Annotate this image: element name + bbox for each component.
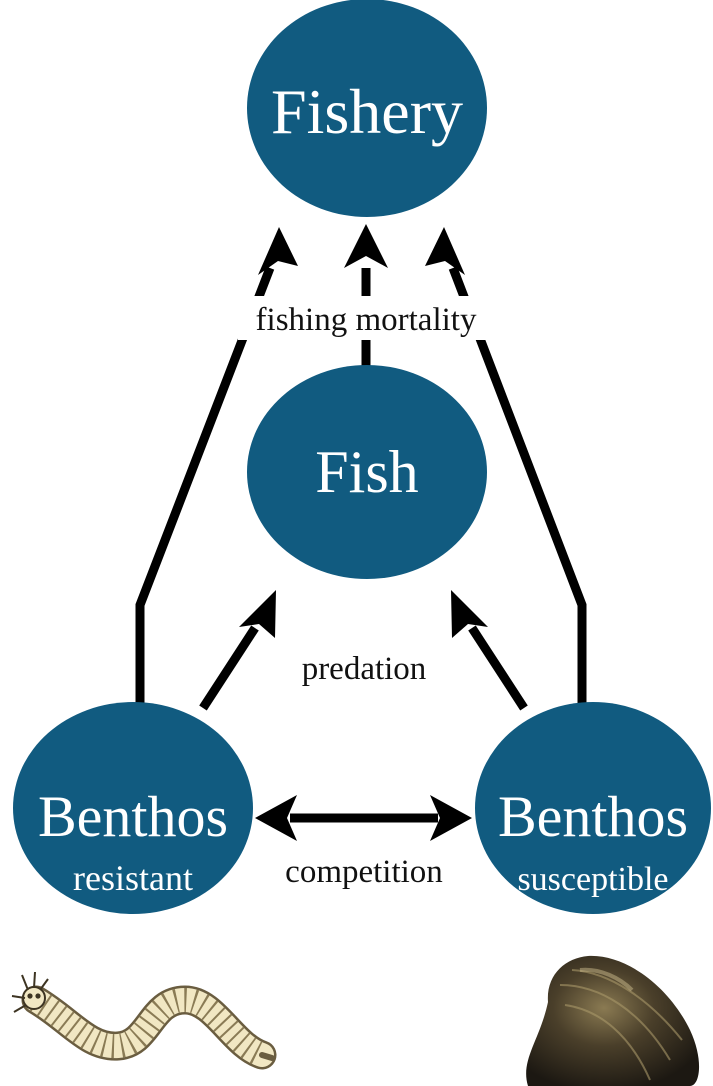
arrow-susceptible-to-fishery — [448, 266, 587, 705]
node-fishery: Fishery — [247, 0, 487, 217]
fishing-mortality-label-bg — [238, 296, 494, 340]
arrowhead-predation-left — [239, 590, 276, 638]
mussel-shell — [526, 955, 700, 1086]
arrowhead-fish-to-fishery — [344, 224, 388, 268]
fishing-mortality-label: fishing mortality — [256, 302, 477, 338]
fish-circle — [247, 365, 487, 579]
fish-title: Fish — [315, 439, 418, 505]
connectors — [135, 266, 587, 823]
arrowhead-competition-left — [255, 795, 297, 841]
benthos-resistant-circle — [13, 702, 253, 914]
node-benthos-resistant: Benthos resistant — [13, 702, 253, 914]
arrowhead-competition-right — [430, 795, 472, 841]
mussel-illustration — [526, 955, 700, 1086]
benthos-susceptible-circle — [475, 702, 711, 914]
worm-body-fill — [24, 987, 274, 1067]
fishery-circle — [247, 0, 487, 217]
worm-tail — [259, 1052, 275, 1061]
benthos-resistant-title: Benthos — [38, 784, 228, 849]
worm-head — [11, 971, 49, 1013]
worm-illustration — [11, 971, 277, 1070]
mussel-shell-highlight — [579, 967, 634, 992]
arrowhead-right-to-fishery — [425, 227, 465, 275]
arrow-resistant-to-fish — [199, 625, 259, 711]
arrowhead-left-to-fishery — [258, 227, 298, 275]
benthos-susceptible-title: Benthos — [498, 784, 688, 849]
predation-label: predation — [302, 651, 427, 687]
node-benthos-susceptible: Benthos susceptible — [475, 702, 711, 914]
node-fish: Fish — [247, 365, 487, 579]
arrow-resistant-to-fishery — [135, 266, 275, 705]
competition-label: competition — [285, 854, 443, 890]
benthos-susceptible-subtitle: susceptible — [517, 861, 668, 898]
arrowheads — [239, 224, 488, 841]
benthos-resistant-subtitle: resistant — [73, 858, 193, 898]
arrowhead-predation-right — [451, 590, 488, 638]
fishery-title: Fishery — [271, 76, 463, 147]
arrow-susceptible-to-fish — [468, 625, 528, 711]
